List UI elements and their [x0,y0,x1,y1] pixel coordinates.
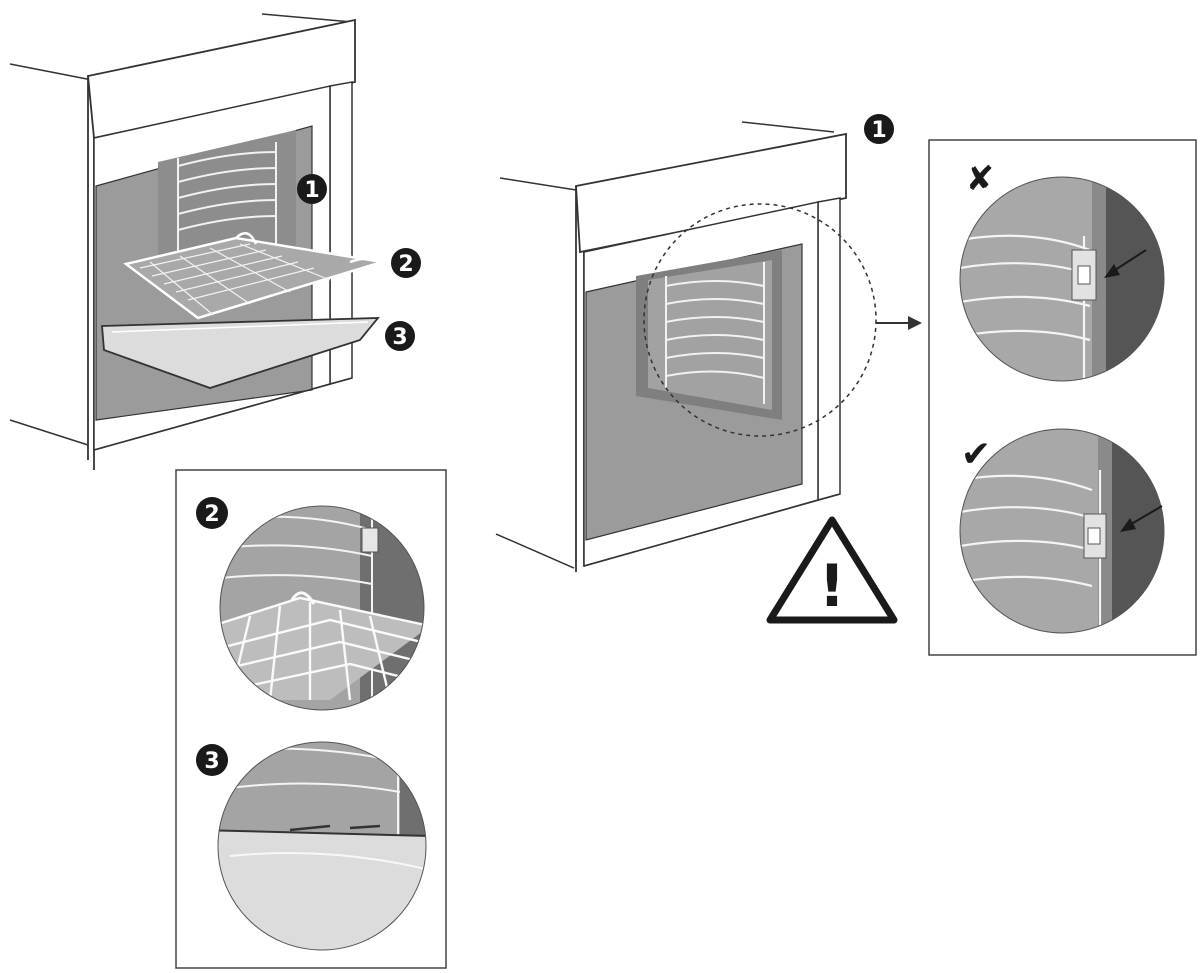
left-callout-3-badge: 3 [385,321,415,351]
zoom-circle-tray [217,741,427,951]
right-oven-illustration [495,121,877,572]
left-wire-shelf [123,231,383,320]
left-callout-1-label: 1 [304,178,319,203]
zoom-panel-shelf-and-tray: 2 3 [175,469,447,969]
right-callout-1-label: 1 [871,118,886,143]
incorrect-mark-icon: ✘ [966,159,995,199]
right-shelf-support-rails [665,262,765,404]
left-callout-2-badge: 2 [391,248,421,278]
left-tray [101,317,380,389]
correct-mark-icon: ✔ [961,434,991,475]
magnifier-circle-icon [643,203,877,437]
left-callout-1-badge: 1 [297,174,327,204]
detail-panel-rail-fitting: ✘ ✔ [928,139,1197,656]
left-oven-illustration [9,13,383,470]
warning-triangle-icon: ! [766,516,898,624]
zoom-callout-2-label: 2 [204,502,219,527]
left-shelf-support-rails [177,142,277,262]
warning-mark: ! [819,552,845,620]
left-callout-3-label: 3 [392,325,407,350]
zoom-callout-3-badge: 3 [196,744,228,776]
arrow-right-icon [876,316,922,330]
left-callout-2-label: 2 [398,252,413,277]
zoom-callout-2-badge: 2 [196,497,228,529]
zoom-callout-3-label: 3 [204,749,219,774]
right-callout-1-badge: 1 [864,114,894,144]
